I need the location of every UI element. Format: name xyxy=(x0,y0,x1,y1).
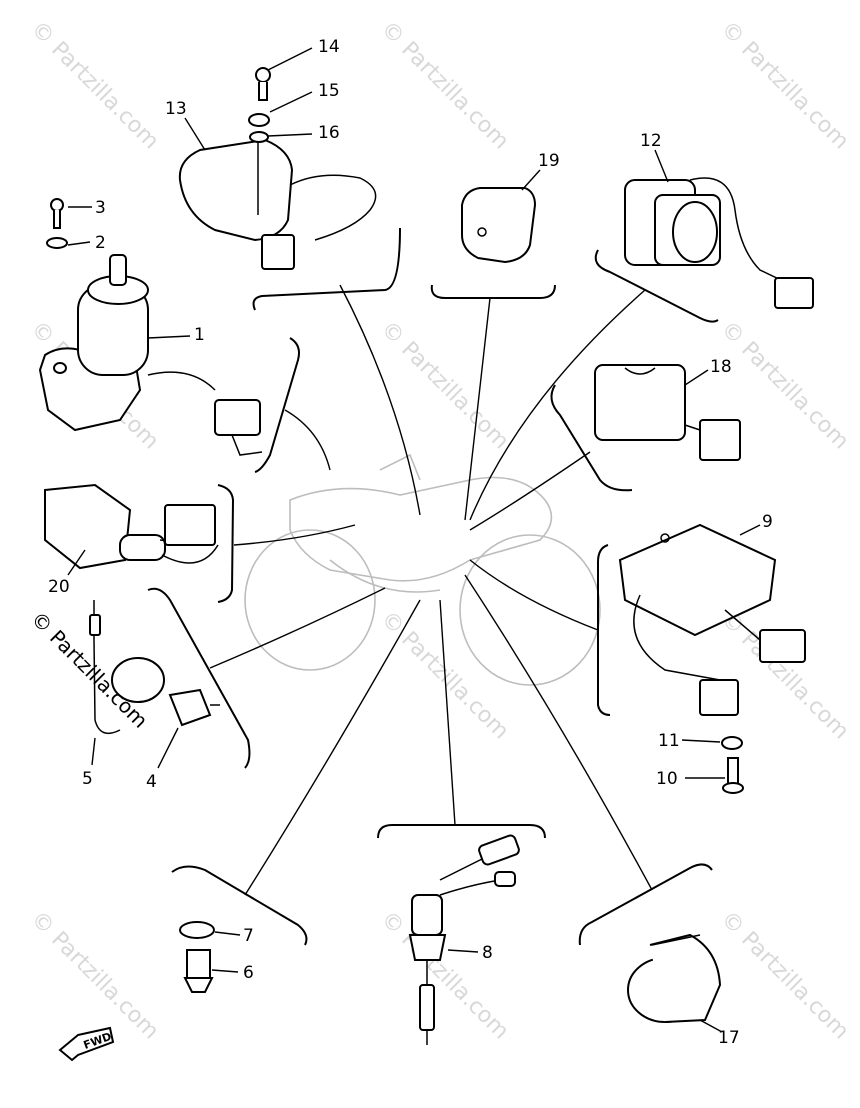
watermark-layer: © Partzilla.com © Partzilla.com © Partzi… xyxy=(26,17,854,1045)
callout-19: 19 xyxy=(538,151,560,171)
callout-18: 18 xyxy=(710,357,732,377)
screw-and-washer-1[interactable] xyxy=(46,198,68,249)
motorcycle-outline xyxy=(244,453,601,686)
flasher-17-part[interactable] xyxy=(627,933,722,1023)
relay-12-part[interactable] xyxy=(624,177,814,309)
callout-layer: 14 15 16 13 3 2 1 19 12 18 9 11 10 20 5 … xyxy=(48,37,773,1048)
main-switch-part[interactable] xyxy=(38,254,263,456)
callout-16: 16 xyxy=(318,123,340,143)
callout-7: 7 xyxy=(243,926,254,946)
callout-3: 3 xyxy=(95,198,106,218)
unit-19-part[interactable] xyxy=(461,187,537,264)
watermark: © Partzilla.com xyxy=(716,17,854,155)
sender-8-part[interactable] xyxy=(408,834,520,1045)
switch-6-7-part[interactable] xyxy=(179,921,215,993)
callout-10: 10 xyxy=(656,769,678,789)
watermark: © Partzilla.com xyxy=(26,17,164,155)
group-brackets xyxy=(147,227,719,946)
callout-8: 8 xyxy=(482,943,493,963)
fwd-arrow-icon: FWD xyxy=(58,1026,115,1062)
callout-6: 6 xyxy=(243,963,254,983)
regulator-9-part[interactable] xyxy=(618,523,806,716)
callout-5: 5 xyxy=(82,769,93,789)
callout-2: 2 xyxy=(95,233,106,253)
callout-12: 12 xyxy=(640,131,662,151)
callout-14: 14 xyxy=(318,37,340,57)
callout-11: 11 xyxy=(658,731,680,751)
callout-20: 20 xyxy=(48,577,70,597)
callout-4: 4 xyxy=(146,772,157,792)
watermark: © Partzilla.com xyxy=(26,907,164,1045)
callout-15: 15 xyxy=(318,81,340,101)
relay-13-part[interactable] xyxy=(178,138,377,270)
watermark: © Partzilla.com xyxy=(376,17,514,155)
watermark: © Partzilla.com xyxy=(376,317,514,455)
leader-lines xyxy=(209,284,653,896)
unit-20-part[interactable] xyxy=(44,483,219,570)
unit-18-part[interactable] xyxy=(594,364,741,461)
callout-9: 9 xyxy=(762,512,773,532)
screw-washers-13[interactable] xyxy=(248,67,271,143)
switch-4-5-part[interactable] xyxy=(89,600,220,735)
callout-13: 13 xyxy=(165,99,187,119)
watermark: © Partzilla.com xyxy=(376,907,514,1045)
watermark: © Partzilla.com xyxy=(716,907,854,1045)
bolt-washer-9[interactable] xyxy=(721,736,744,794)
watermark: © Partzilla.com xyxy=(716,607,854,745)
callout-17: 17 xyxy=(718,1028,740,1048)
callout-1: 1 xyxy=(194,325,205,345)
